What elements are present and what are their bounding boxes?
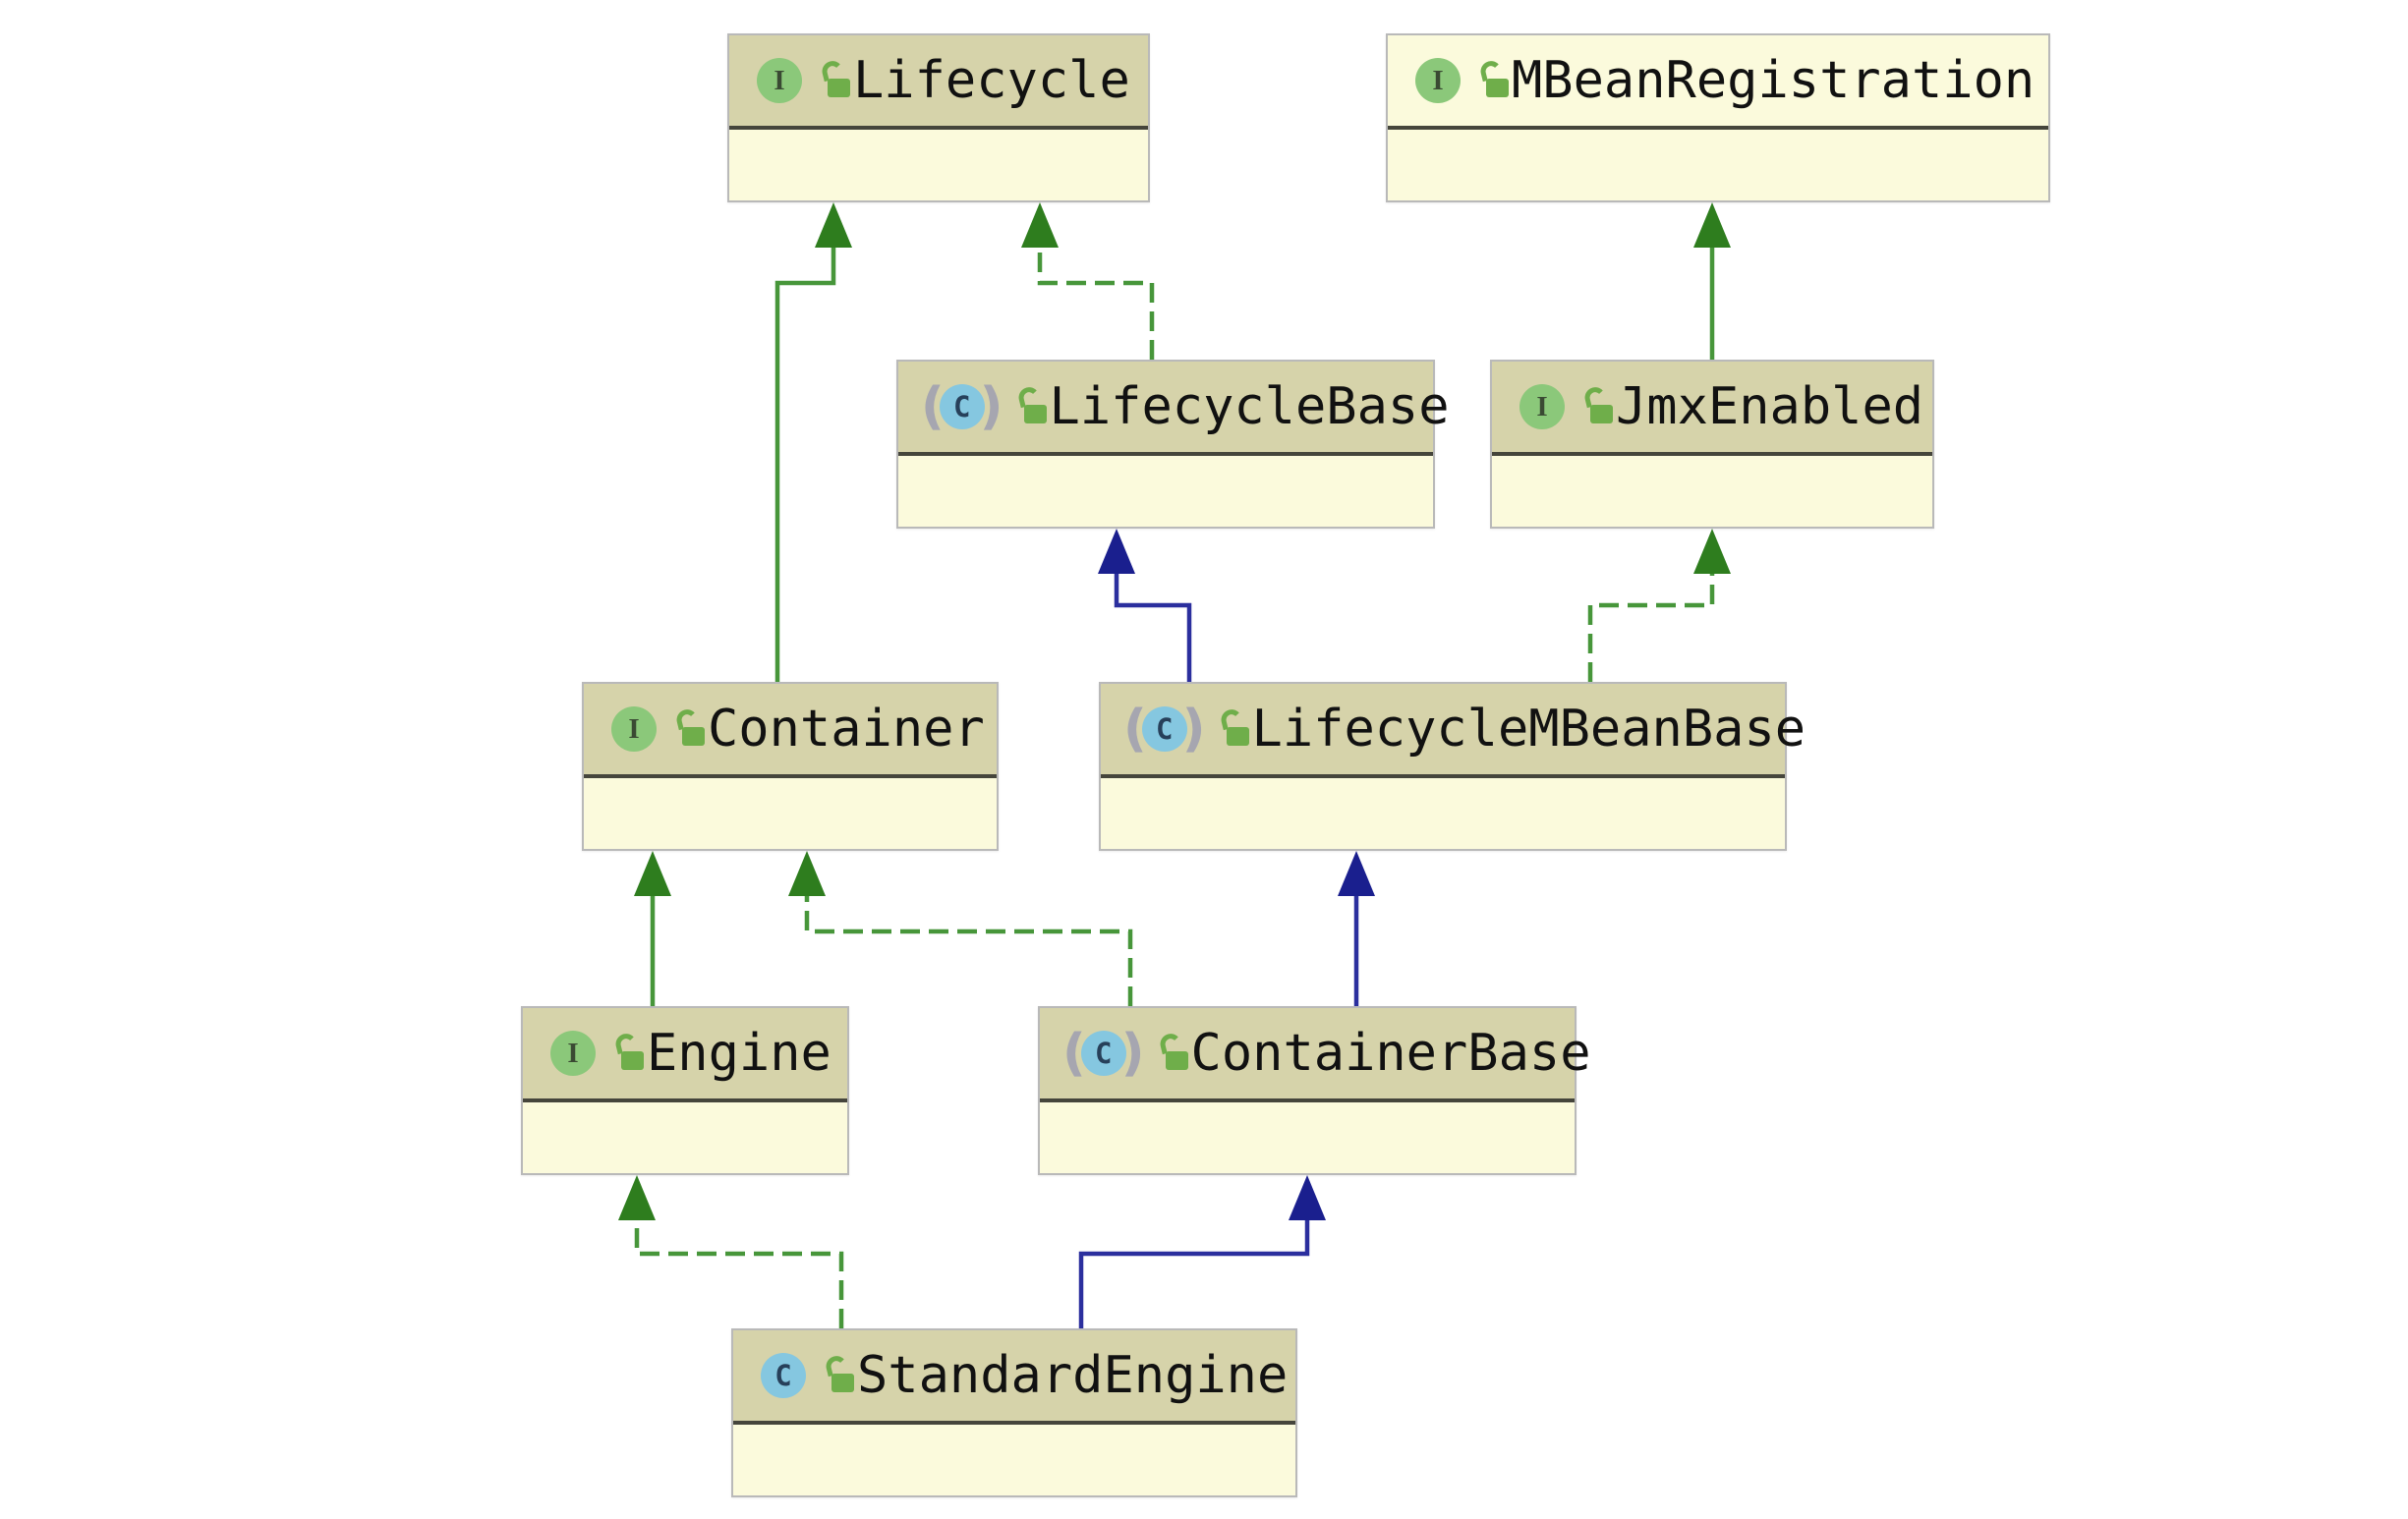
interface-icon: I: [757, 58, 802, 103]
type-icon: (C): [1123, 703, 1206, 755]
members-compartment: [733, 1425, 1295, 1495]
unlocked-icon: [609, 1033, 647, 1074]
unlocked-icon: [670, 708, 708, 750]
arrowhead-standardengine-extends-containerbase: [1289, 1175, 1326, 1220]
members-compartment: [1492, 456, 1932, 527]
class-header: C StandardEngine: [733, 1330, 1295, 1425]
class-name: StandardEngine: [857, 1346, 1289, 1405]
unlocked-icon: [1215, 708, 1252, 750]
edge-lifecyclembeanbase-extends-lifecyclebase[interactable]: [1114, 572, 1192, 682]
class-name: Engine: [647, 1024, 831, 1083]
unlocked-icon: [816, 60, 853, 101]
type-icon: I: [1415, 58, 1461, 103]
class-name: Container: [708, 700, 985, 759]
class-node-lifecycle-base[interactable]: (C) LifecycleBase: [896, 360, 1450, 529]
unlocked-icon: [1012, 386, 1050, 427]
arrowhead-container-extends-lifecycle: [815, 202, 852, 248]
type-icon: (C): [1062, 1028, 1145, 1079]
type-icon: I: [757, 58, 802, 103]
class-header: I Container: [584, 684, 997, 778]
type-icon: I: [550, 1031, 596, 1076]
arrowhead-containerbase-implements-container: [788, 851, 826, 896]
type-icon: (C): [921, 381, 1003, 432]
interface-icon: I: [1519, 384, 1565, 429]
members-compartment: [1101, 778, 1785, 849]
class-name: LifecycleBase: [1049, 377, 1450, 436]
class-node-lifecycle[interactable]: I Lifecycle: [727, 33, 1150, 202]
class-header: (C) LifecycleBase: [898, 362, 1450, 456]
class-name: LifecycleMBeanBase: [1251, 700, 1806, 759]
unlocked-icon: [1578, 386, 1616, 427]
abstract-paren: (: [1062, 1024, 1086, 1083]
type-icon: I: [1519, 384, 1565, 429]
edge-lifecyclembeanbase-implements-jmxenabled[interactable]: [1587, 572, 1715, 682]
unlocked-icon: [1474, 60, 1512, 101]
edge-standardengine-extends-containerbase[interactable]: [1078, 1218, 1310, 1328]
members-compartment: [523, 1102, 847, 1173]
abstract-class-icon: C: [1141, 706, 1187, 752]
class-node-engine[interactable]: I Engine: [521, 1006, 849, 1175]
class-header: I Lifecycle: [729, 35, 1148, 130]
class-header: (C) LifecycleMBeanBase: [1101, 684, 1806, 778]
edge-standardengine-implements-engine[interactable]: [634, 1218, 844, 1328]
class-node-lifecycle-mbean-base[interactable]: (C) LifecycleMBeanBase: [1099, 682, 1806, 851]
class-name: ContainerBase: [1190, 1024, 1591, 1083]
edge-lifecyclebase-implements-lifecycle[interactable]: [1037, 246, 1155, 360]
class-node-standard-engine[interactable]: C StandardEngine: [731, 1328, 1297, 1497]
unlocked-icon: [820, 1355, 857, 1396]
members-compartment: [729, 130, 1148, 200]
members-compartment: [1388, 130, 2048, 200]
class-header: (C) ContainerBase: [1040, 1008, 1591, 1102]
arrowhead-standardengine-implements-engine: [618, 1175, 656, 1220]
class-icon: C: [761, 1353, 806, 1398]
abstract-paren: ): [979, 377, 1003, 436]
members-compartment: [898, 456, 1433, 527]
class-header: I JmxEnabled: [1492, 362, 1932, 456]
arrowhead-jmxenabled-extends-mbeanregistration: [1693, 202, 1731, 248]
abstract-paren: (: [1123, 700, 1147, 759]
abstract-paren: ): [1181, 700, 1206, 759]
abstract-class-icon: C: [1080, 1031, 1126, 1076]
members-compartment: [584, 778, 997, 849]
type-icon: C: [761, 1353, 806, 1398]
arrowhead-lifecyclembeanbase-extends-lifecyclebase: [1098, 529, 1135, 574]
class-node-mbean-registration[interactable]: I MBeanRegistration: [1386, 33, 2050, 202]
arrowhead-engine-extends-container: [634, 851, 671, 896]
type-icon: I: [611, 706, 657, 752]
interface-icon: I: [1415, 58, 1461, 103]
unlocked-icon: [1154, 1033, 1191, 1074]
class-header: I MBeanRegistration: [1388, 35, 2048, 130]
members-compartment: [1040, 1102, 1575, 1173]
arrowhead-containerbase-extends-lifecyclembeanbase: [1338, 851, 1375, 896]
edge-container-extends-lifecycle[interactable]: [774, 246, 836, 682]
interface-icon: I: [550, 1031, 596, 1076]
edge-containerbase-implements-container[interactable]: [804, 894, 1133, 1006]
abstract-paren: ): [1120, 1024, 1145, 1083]
abstract-paren: (: [921, 377, 945, 436]
class-name: Lifecycle: [853, 51, 1130, 110]
arrowhead-lifecyclembeanbase-implements-jmxenabled: [1693, 529, 1731, 574]
arrowhead-lifecyclebase-implements-lifecycle: [1021, 202, 1059, 248]
class-node-container-base[interactable]: (C) ContainerBase: [1038, 1006, 1591, 1175]
class-header: I Engine: [523, 1008, 847, 1102]
class-node-jmx-enabled[interactable]: I JmxEnabled: [1490, 360, 1934, 529]
class-name: MBeanRegistration: [1512, 51, 2035, 110]
class-name: JmxEnabled: [1616, 377, 1924, 436]
interface-icon: I: [611, 706, 657, 752]
class-node-container[interactable]: I Container: [582, 682, 999, 851]
abstract-class-icon: C: [939, 384, 985, 429]
